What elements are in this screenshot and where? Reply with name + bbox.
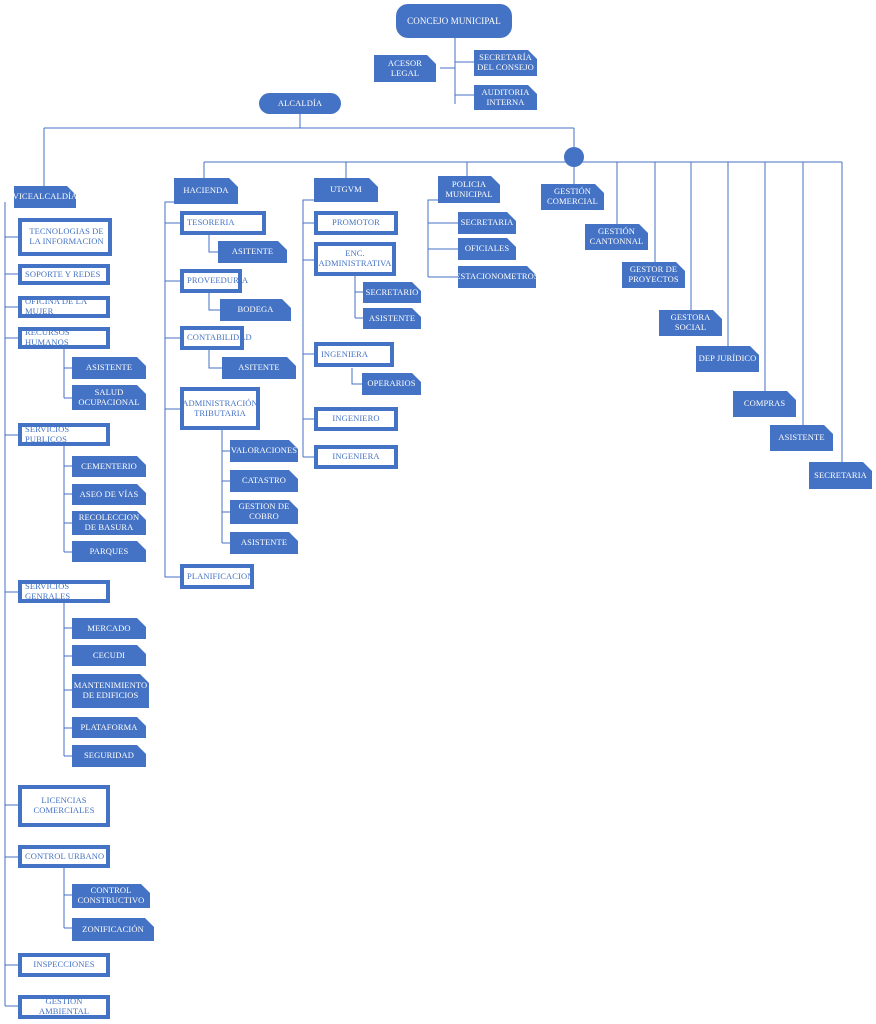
servicios-publicos-box[interactable]: SERVICIOS PUBLICOS [18,423,110,446]
cementerio-box[interactable]: CEMENTERIO [72,456,146,477]
control-urbano-box[interactable]: CONTROL URBANO [18,845,110,868]
auditoria-interna-box[interactable]: AUDITORIA INTERNA [474,85,537,110]
valoraciones-box[interactable]: VALORACIONES [230,440,298,462]
acesor-legal-box[interactable]: ACESOR LEGAL [374,55,436,82]
utgvm-secretario-box[interactable]: SECRETARIO [363,282,421,303]
concejo-municipal-box[interactable]: CONCEJO MUNICIPAL [396,4,512,38]
tesoreria-asistente-box[interactable]: ASITENTE [218,241,287,263]
contabilidad-asistente-box[interactable]: ASITENTE [222,357,296,379]
ingeniero-box[interactable]: INGENIERO [314,407,398,431]
gestion-comercial-box[interactable]: GESTIÓN COMERCIAL [541,184,604,210]
secretaria-consejo-box[interactable]: SECRETARÍA DEL CONSEJO [474,50,537,76]
soporte-redes-box[interactable]: SOPORTE Y REDES [18,264,110,285]
estacionometros-box[interactable]: ESTACIONOMETROS [458,266,536,288]
recoleccion-basura-box[interactable]: RECOLECCION DE BASURA [72,511,146,535]
policia-secretaria-box[interactable]: SECRETARIA [458,212,516,234]
vicealcaldia-box[interactable]: VICEALCALDÍA [14,186,76,208]
control-constructivo-box[interactable]: CONTROL CONSTRUCTIVO [72,884,150,908]
planificacion-box[interactable]: PLANIFICACION [180,564,254,589]
promotor-box[interactable]: PROMOTOR [314,211,398,235]
servicios-generales-box[interactable]: SERVICIOS GENRALES [18,580,110,603]
staff-asistente-box[interactable]: ASISTENTE [770,425,833,451]
recursos-humanos-box[interactable]: RECURSOS HUMANOS [18,327,110,349]
aseo-vias-box[interactable]: ASEO DE VÍAS [72,484,146,505]
catastro-box[interactable]: CATASTRO [230,470,298,492]
inspecciones-box[interactable]: INSPECCIONES [18,953,110,977]
dep-juridico-box[interactable]: DEP JURÍDICO [696,346,759,372]
contabilidad-box[interactable]: CONTABILIDAD [180,326,252,350]
mantenimiento-edificios-box[interactable]: MANTENIMIENTO DE EDIFICIOS [72,674,149,708]
alcaldia-box[interactable]: ALCALDÍA [259,93,341,114]
ingeniera-2-box[interactable]: INGENIERA [314,445,398,469]
rh-asistente-box[interactable]: ASISTENTE [72,357,146,379]
gestora-social-box[interactable]: GESTORA SOCIAL [659,310,722,336]
gestion-cantonnal-box[interactable]: GESTIÓN CANTONNAL [585,224,648,250]
tributaria-asistente-box[interactable]: ASISTENTE [230,532,298,554]
hacienda-box[interactable]: HACIENDA [174,178,238,204]
tecnologias-box[interactable]: TECNOLOGIAS DE LA INFORMACION [18,218,112,256]
cecudi-box[interactable]: CECUDI [72,645,146,666]
parques-box[interactable]: PARQUES [72,541,146,562]
policia-municipal-box[interactable]: POLICIA MUNICIPAL [438,176,500,203]
gestor-proyectos-box[interactable]: GESTOR DE PROYECTOS [622,262,685,288]
seguridad-box[interactable]: SEGURIDAD [72,745,146,767]
zonificacion-box[interactable]: ZONIFICACIÓN [72,918,154,941]
utgvm-asistente-box[interactable]: ASISTENTE [363,308,421,329]
administracion-tributaria-box[interactable]: ADMINISTRACIÓN TRIBUTARIA [180,387,260,430]
ingeniera-1-box[interactable]: INGENIERA [314,342,394,367]
plataforma-box[interactable]: PLATAFORMA [72,717,146,738]
enc-administrativa-box[interactable]: ENC. ADMINISTRATIVA [314,242,396,276]
staff-secretaria-box[interactable]: SECRETARIA [809,462,872,489]
oficina-mujer-box[interactable]: OFICINA DE LA MUJER [18,296,110,318]
proveeduria-box[interactable]: PROVEEDURÍA [180,269,248,293]
tesoreria-box[interactable]: TESORERIA [180,211,266,235]
gestion-ambiental-box[interactable]: GESTIÓN AMBIENTAL [18,995,110,1019]
licencias-comerciales-box[interactable]: LICENCIAS COMERCIALES [18,785,110,827]
gestion-cobro-box[interactable]: GESTION DE COBRO [230,500,298,524]
salud-ocupacional-box[interactable]: SALUD OCUPACIONAL [72,385,146,410]
utgvm-box[interactable]: UTGVM [314,178,378,202]
bodega-box[interactable]: BODEGA [220,299,291,321]
compras-box[interactable]: COMPRAS [733,391,796,417]
mercado-box[interactable]: MERCADO [72,618,146,639]
staff-junction-node [564,147,584,167]
oficiales-box[interactable]: OFICIALES [458,238,516,260]
operarios-box[interactable]: OPERARIOS [362,373,421,395]
